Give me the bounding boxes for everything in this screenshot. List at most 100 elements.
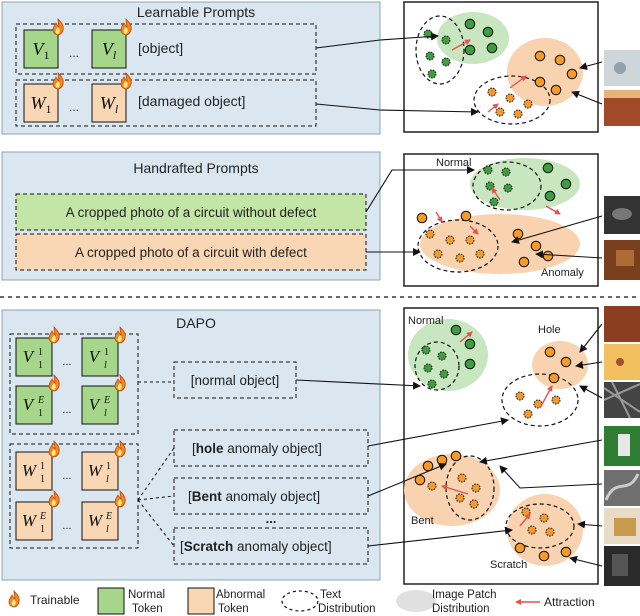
legend-trainable-label: Trainable xyxy=(30,593,80,607)
token-ellipsis: ... xyxy=(62,470,71,482)
attraction-arrow xyxy=(491,187,501,201)
legend-text-distribution-label-1: Text xyxy=(320,589,342,601)
image-embedding-dot xyxy=(534,50,546,62)
legend: Trainable Normal Token Abnormal Token Te… xyxy=(8,587,595,615)
attraction-arrow xyxy=(469,225,479,235)
image-embedding-dot xyxy=(550,84,562,96)
image-patch-hole-1 xyxy=(604,306,640,342)
svg-text:W1: W1 xyxy=(31,93,52,116)
abnormal-token-w1 xyxy=(23,83,59,123)
token-symbol: W xyxy=(88,511,104,530)
text-embedding-dot xyxy=(513,109,523,119)
svg-text:V: V xyxy=(89,347,102,366)
image-embedding-dot xyxy=(436,454,448,466)
normal-text-distribution xyxy=(415,15,465,85)
text-embedding-dot xyxy=(439,369,449,379)
text-embedding-dot xyxy=(469,499,479,509)
text-embedding-dot xyxy=(445,235,455,245)
token-subscript: l xyxy=(115,102,119,116)
text-embedding-dot xyxy=(441,35,451,45)
dapo-title: DAPO xyxy=(176,315,216,331)
token-symbol: W xyxy=(22,461,38,480)
legend-text-distribution-swatch xyxy=(281,590,319,612)
image-embedding-dot xyxy=(460,210,472,222)
text-embedding-dot xyxy=(427,481,437,491)
open-bracket: [ xyxy=(188,489,192,504)
image-patch-feature xyxy=(614,62,626,74)
attraction-arrow xyxy=(441,484,469,495)
text-embedding-dot xyxy=(545,527,555,537)
token-superscript: E xyxy=(103,395,110,406)
normal-token-v1 xyxy=(23,29,59,69)
svg-text:W: W xyxy=(22,511,38,530)
text-embedding-dot xyxy=(457,473,467,483)
image-embedding-dot xyxy=(560,178,572,190)
attraction-arrow xyxy=(545,205,561,215)
text-embedding-dot xyxy=(437,351,447,361)
hole-anomaly-prompt xyxy=(173,429,369,467)
legend-trainable-icon xyxy=(8,590,20,608)
open-bracket: [ xyxy=(192,441,196,456)
scratch-text-distribution xyxy=(505,503,575,549)
svg-text:V: V xyxy=(23,347,36,366)
connector-line xyxy=(137,495,175,501)
image-embedding-dot xyxy=(464,18,476,30)
token-ellipsis: ... xyxy=(69,46,79,60)
token-ellipsis: ... xyxy=(62,520,71,532)
attraction-arrow xyxy=(519,513,531,527)
text-to-embedding-arrow xyxy=(365,166,475,213)
svg-text:W: W xyxy=(22,461,38,480)
scratch-cluster-label: Scratch xyxy=(490,559,527,571)
text-embedding-dot xyxy=(425,51,435,61)
image-to-embedding-arrow xyxy=(499,465,603,489)
text-embedding-dot xyxy=(539,513,549,523)
image-to-embedding-arrow xyxy=(511,215,603,244)
text-to-embedding-arrow xyxy=(367,417,509,447)
hole-text-distribution xyxy=(501,373,579,427)
token-superscript: 1 xyxy=(40,461,45,472)
text-embedding-dot xyxy=(421,345,431,355)
attraction-arrow xyxy=(539,385,553,409)
token-subscript: 1 xyxy=(38,360,43,371)
image-embedding-dot xyxy=(560,356,572,368)
image-embedding-dot xyxy=(544,190,556,202)
image-to-embedding-arrow xyxy=(579,385,603,399)
text-embedding-dot xyxy=(471,483,481,493)
image-to-embedding-arrow xyxy=(535,250,603,259)
attraction-arrow xyxy=(459,331,473,343)
hole-cluster-label: Hole xyxy=(538,324,561,336)
image-patch-feature xyxy=(614,518,636,536)
text-embedding-dot xyxy=(423,363,433,373)
attraction-arrow xyxy=(435,211,443,223)
text-embedding-dot xyxy=(483,165,493,175)
svg-text:V: V xyxy=(89,395,102,414)
token-subscript: l xyxy=(106,474,109,485)
object-label: [object] xyxy=(138,40,183,56)
token-subscript: l xyxy=(113,48,117,62)
scratch-keyword: Scratch xyxy=(184,539,234,554)
token-subscript: l xyxy=(104,408,107,419)
token-subscript: l xyxy=(106,524,109,535)
text-embedding-dot xyxy=(433,249,443,259)
image-embedding-dot xyxy=(534,76,546,88)
legend-normal-token-label-1: Normal xyxy=(128,589,165,601)
anomaly-text-distribution xyxy=(473,75,551,125)
connector-line xyxy=(137,499,175,547)
svg-text:V: V xyxy=(23,395,36,414)
token-symbol: V xyxy=(23,395,36,414)
image-embedding-dot xyxy=(422,460,434,472)
abnormal-token-wle xyxy=(81,501,119,541)
token-symbol: W xyxy=(88,461,104,480)
image-embedding-dot xyxy=(538,550,550,562)
text-embedding-dot xyxy=(455,253,465,263)
text-embedding-dot xyxy=(455,493,465,503)
normal-text-distribution xyxy=(414,341,460,391)
image-embedding-dot xyxy=(464,338,476,350)
image-embedding-dot xyxy=(544,346,556,358)
legend-abnormal-token-label-2: Token xyxy=(218,603,249,615)
image-embedding-dot xyxy=(512,228,524,240)
abnormal-token-w11 xyxy=(15,451,53,491)
image-embedding-dot xyxy=(530,240,542,252)
text-embedding-dot xyxy=(475,249,485,259)
token-symbol: W xyxy=(100,93,117,113)
